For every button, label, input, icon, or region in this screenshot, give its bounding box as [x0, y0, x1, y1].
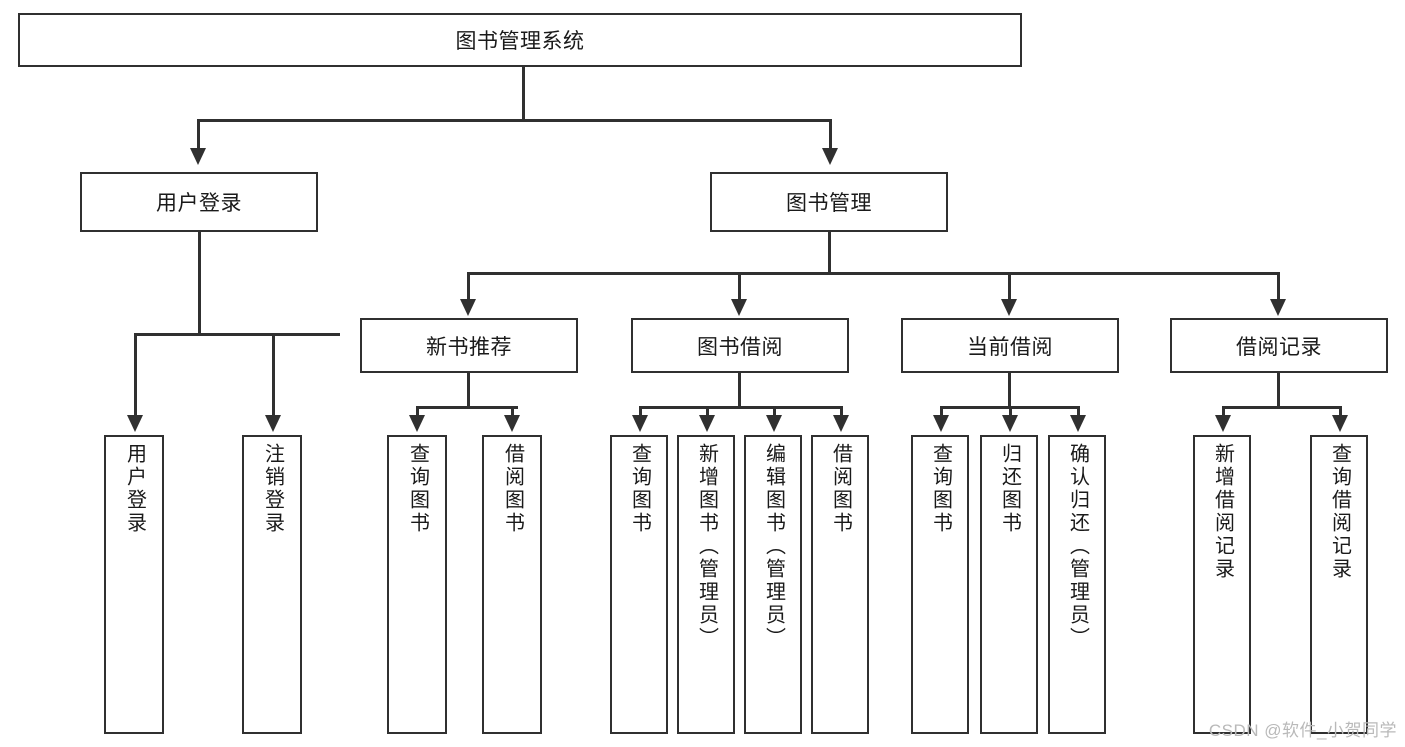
leaf-new-book-borrow[interactable]: 借阅图书: [482, 435, 542, 734]
node-book-borrow-label: 图书借阅: [697, 335, 783, 359]
arrowhead-return-book: [1002, 415, 1018, 432]
arrowhead-leaf-user-login: [127, 415, 143, 432]
connector-current-borrow-to-leaf2: [1009, 406, 1012, 416]
connector-book-mgmt-stem: [828, 232, 831, 274]
arrowhead-query-book-3: [933, 415, 949, 432]
arrowhead-book-borrow: [731, 299, 747, 316]
connector-book-borrow-bus: [639, 406, 842, 409]
connector-root-to-user-login: [197, 119, 200, 149]
leaf-query-borrow-record[interactable]: 查询借阅记录: [1310, 435, 1368, 734]
node-borrow-records[interactable]: 借阅记录: [1170, 318, 1388, 373]
arrowhead-edit-book: [766, 415, 782, 432]
connector-book-borrow-stem: [738, 373, 741, 408]
leaf-add-book-admin-label: 新增图书（管理员）: [695, 443, 718, 650]
leaf-logout[interactable]: 注销登录: [242, 435, 302, 734]
arrowhead-leaf-logout: [265, 415, 281, 432]
leaf-user-login[interactable]: 用户登录: [104, 435, 164, 734]
arrowhead-add-borrow-record: [1215, 415, 1231, 432]
arrowhead-borrow-records: [1270, 299, 1286, 316]
node-new-book-recommend[interactable]: 新书推荐: [360, 318, 578, 373]
connector-new-book-stem: [467, 373, 470, 408]
arrowhead-query-book-2: [632, 415, 648, 432]
arrowhead-confirm-return: [1070, 415, 1086, 432]
connector-to-new-book: [467, 272, 470, 300]
connector-to-book-borrow: [738, 272, 741, 300]
connector-root-bus: [197, 119, 831, 122]
leaf-current-query-book-label: 查询图书: [929, 443, 952, 535]
node-current-borrow[interactable]: 当前借阅: [901, 318, 1119, 373]
node-book-borrow[interactable]: 图书借阅: [631, 318, 849, 373]
leaf-return-book-label: 归还图书: [998, 443, 1021, 535]
arrowhead-book-mgmt: [822, 148, 838, 165]
leaf-edit-book-admin[interactable]: 编辑图书（管理员）: [744, 435, 802, 734]
leaf-borrow-book-label: 借阅图书: [829, 443, 852, 535]
leaf-confirm-return-admin[interactable]: 确认归还（管理员）: [1048, 435, 1106, 734]
leaf-borrow-book[interactable]: 借阅图书: [811, 435, 869, 734]
connector-new-book-to-leaf2: [511, 406, 514, 416]
connector-borrow-records-to-leaf1: [1222, 406, 1225, 416]
connector-book-borrow-to-leaf2: [706, 406, 709, 416]
leaf-new-book-query[interactable]: 查询图书: [387, 435, 447, 734]
connector-new-book-to-leaf1: [416, 406, 419, 416]
node-borrow-records-label: 借阅记录: [1236, 335, 1322, 359]
connector-book-borrow-to-leaf1: [639, 406, 642, 416]
connector-borrow-records-bus: [1222, 406, 1340, 409]
leaf-return-book[interactable]: 归还图书: [980, 435, 1038, 734]
connector-root-to-book-mgmt: [829, 119, 832, 149]
connector-book-borrow-to-leaf4: [840, 406, 843, 416]
node-user-login[interactable]: 用户登录: [80, 172, 318, 232]
leaf-new-book-query-label: 查询图书: [406, 443, 429, 535]
arrowhead-user-login: [190, 148, 206, 165]
leaf-add-borrow-record[interactable]: 新增借阅记录: [1193, 435, 1251, 734]
arrowhead-query-borrow-record: [1332, 415, 1348, 432]
arrowhead-borrow-book-2: [833, 415, 849, 432]
arrowhead-add-book: [699, 415, 715, 432]
leaf-logout-label: 注销登录: [261, 443, 284, 535]
connector-to-borrow-records: [1277, 272, 1280, 300]
connector-current-borrow-stem: [1008, 373, 1011, 408]
node-current-borrow-label: 当前借阅: [967, 335, 1053, 359]
leaf-current-query-book[interactable]: 查询图书: [911, 435, 969, 734]
connector-current-borrow-to-leaf3: [1077, 406, 1080, 416]
connector-current-borrow-to-leaf1: [940, 406, 943, 416]
connector-user-login-to-leaf1: [134, 333, 137, 416]
connector-book-mgmt-bus: [467, 272, 1279, 275]
node-root[interactable]: 图书管理系统: [18, 13, 1022, 67]
arrowhead-query-book-1: [409, 415, 425, 432]
connector-new-book-bus: [416, 406, 518, 409]
connector-book-borrow-to-leaf3: [773, 406, 776, 416]
leaf-query-borrow-record-label: 查询借阅记录: [1328, 443, 1351, 581]
node-root-label: 图书管理系统: [455, 30, 585, 53]
connector-root-stem: [522, 67, 525, 119]
node-new-book-recommend-label: 新书推荐: [426, 335, 512, 359]
arrowhead-current-borrow: [1001, 299, 1017, 316]
connector-user-login-bus: [134, 333, 340, 336]
connector-user-login-to-leaf2: [272, 333, 275, 416]
arrowhead-new-book: [460, 299, 476, 316]
leaf-confirm-return-admin-label: 确认归还（管理员）: [1066, 443, 1089, 650]
node-book-management-label: 图书管理: [786, 192, 872, 215]
leaf-new-book-borrow-label: 借阅图书: [501, 443, 524, 535]
leaf-borrow-query-book[interactable]: 查询图书: [610, 435, 668, 734]
node-book-management[interactable]: 图书管理: [710, 172, 948, 232]
leaf-user-login-label: 用户登录: [123, 443, 146, 535]
connector-borrow-records-to-leaf2: [1339, 406, 1342, 416]
watermark: CSDN @软件_小贺同学: [1208, 721, 1397, 740]
leaf-borrow-query-book-label: 查询图书: [628, 443, 651, 535]
leaf-add-book-admin[interactable]: 新增图书（管理员）: [677, 435, 735, 734]
connector-user-login-stem: [198, 232, 201, 335]
leaf-edit-book-admin-label: 编辑图书（管理员）: [762, 443, 785, 650]
connector-borrow-records-stem: [1277, 373, 1280, 408]
arrowhead-borrow-book-1: [504, 415, 520, 432]
leaf-add-borrow-record-label: 新增借阅记录: [1211, 443, 1234, 581]
connector-to-current-borrow: [1008, 272, 1011, 300]
node-user-login-label: 用户登录: [156, 192, 242, 215]
